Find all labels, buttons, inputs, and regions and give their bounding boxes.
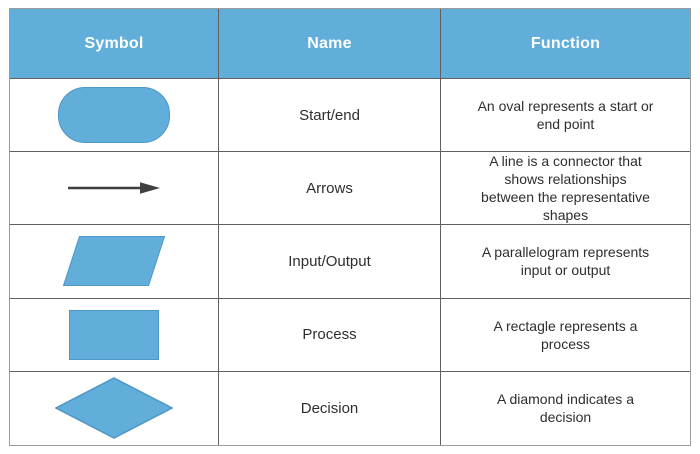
function-text: A diamond indicates a decision [497, 391, 634, 426]
name-cell: Arrows [219, 152, 441, 226]
function-cell: A parallelogram represents input or outp… [441, 225, 690, 299]
function-cell: A diamond indicates a decision [441, 372, 690, 445]
column-header-name: Name [219, 9, 441, 79]
oval-start-end-icon [58, 87, 170, 144]
function-text: A rectagle represents a process [493, 317, 638, 352]
name-cell: Process [219, 298, 441, 372]
symbol-cell-arrows [10, 152, 219, 226]
flowchart-symbols-table: Symbol Name Function Start/end An oval r… [9, 8, 691, 446]
column-header-function: Function [441, 9, 690, 79]
symbol-cell-start-end [10, 79, 219, 153]
arrow-connector-icon [68, 182, 160, 195]
column-header-symbol: Symbol [10, 9, 219, 79]
function-cell: A rectagle represents a process [441, 299, 690, 372]
diamond-decision-icon [55, 377, 173, 440]
symbol-cell-process [10, 298, 219, 372]
function-text: A parallelogram represents input or outp… [481, 244, 650, 279]
name-cell: Start/end [219, 79, 441, 153]
parallelogram-input-output-icon [62, 236, 166, 287]
rectangle-process-icon [69, 309, 159, 360]
function-cell: An oval represents a start or end point [441, 79, 690, 153]
name-cell: Decision [219, 371, 441, 445]
name-cell: Input/Output [219, 225, 441, 299]
function-cell: A line is a connector that shows relatio… [441, 152, 690, 226]
symbol-cell-input-output [10, 225, 219, 299]
symbol-cell-decision [10, 371, 219, 445]
function-text: An oval represents a start or end point [477, 97, 654, 133]
function-text: A line is a connector that shows relatio… [481, 152, 650, 224]
